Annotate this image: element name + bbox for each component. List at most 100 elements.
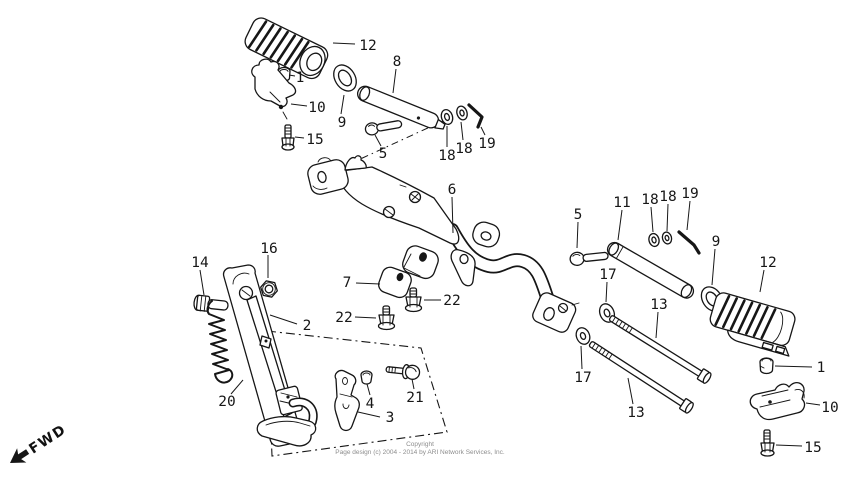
bolt-22-right bbox=[404, 287, 423, 313]
callout-17: 17 bbox=[574, 370, 591, 386]
callout-19: 19 bbox=[478, 136, 495, 152]
copyright-line2: Page design (c) 2004 - 2014 by ARI Netwo… bbox=[335, 448, 505, 456]
callout-15: 15 bbox=[804, 440, 821, 456]
callout-leader-15 bbox=[775, 444, 803, 447]
bolt-13-lower bbox=[588, 341, 694, 414]
washer-18-top-b bbox=[456, 105, 468, 121]
callout-14: 14 bbox=[191, 255, 209, 271]
washer-17-lower bbox=[575, 327, 591, 345]
callout-leader-18 bbox=[460, 121, 464, 141]
bolt-13-upper bbox=[608, 315, 712, 384]
callout-leader-10 bbox=[805, 402, 821, 406]
callout-leader-7 bbox=[355, 282, 381, 285]
bolt-5-top bbox=[364, 120, 403, 136]
footpeg-rubber-right bbox=[709, 292, 796, 357]
callout-19: 19 bbox=[681, 186, 698, 202]
callout-22: 22 bbox=[443, 293, 460, 309]
rod-11 bbox=[606, 241, 695, 299]
callout-leader-12 bbox=[759, 269, 765, 293]
cap-4 bbox=[360, 370, 373, 385]
callout-15: 15 bbox=[306, 132, 323, 148]
step-bar-8 bbox=[356, 85, 446, 130]
callout-10: 10 bbox=[821, 400, 838, 416]
callout-10: 10 bbox=[308, 100, 325, 116]
callout-leader-18 bbox=[666, 203, 669, 232]
callout-16: 16 bbox=[260, 241, 277, 257]
callout-leader-10 bbox=[290, 103, 308, 107]
callout-13: 13 bbox=[650, 297, 667, 313]
callout-leader-5 bbox=[374, 134, 382, 147]
callout-11: 11 bbox=[613, 195, 630, 211]
callout-22: 22 bbox=[335, 310, 352, 326]
washer-18-right-b bbox=[661, 231, 673, 245]
callout-18: 18 bbox=[641, 192, 658, 208]
callout-leader-1 bbox=[774, 365, 813, 368]
washer-18-right-a bbox=[648, 232, 660, 248]
cotter-pin-19-right bbox=[677, 230, 701, 255]
callout-leader-3 bbox=[357, 411, 381, 418]
copyright-line1: Copyright bbox=[406, 441, 434, 448]
stopper-rubber-3 bbox=[334, 369, 360, 432]
callout-leader-21 bbox=[411, 378, 415, 390]
callout-13: 13 bbox=[627, 405, 644, 421]
callout-leader-2 bbox=[269, 314, 298, 325]
callout-21: 21 bbox=[406, 390, 423, 406]
callout-leader-12 bbox=[332, 42, 356, 45]
callout-leader-14 bbox=[199, 269, 205, 296]
main-step-bracket-6 bbox=[307, 155, 580, 333]
callout-18: 18 bbox=[438, 148, 455, 164]
callout-7: 7 bbox=[343, 275, 352, 291]
callout-18: 18 bbox=[659, 189, 676, 205]
washer-18-top-a bbox=[440, 109, 454, 125]
callout-leader-15 bbox=[294, 136, 305, 139]
bolt-22-left bbox=[377, 305, 396, 331]
callout-leader-18 bbox=[650, 206, 654, 233]
callout-1: 1 bbox=[817, 360, 826, 376]
callout-leader-17 bbox=[580, 345, 583, 370]
pivot-bolt-14 bbox=[193, 294, 229, 312]
callout-leader-11 bbox=[617, 209, 623, 241]
callout-leader-20 bbox=[230, 379, 244, 395]
fwd-arrow-icon bbox=[10, 448, 30, 463]
bolt-21 bbox=[385, 364, 421, 380]
callout-2: 2 bbox=[303, 318, 312, 334]
bolt-15-left bbox=[281, 124, 295, 151]
side-stand-2 bbox=[222, 264, 318, 447]
callout-leader-9 bbox=[340, 94, 345, 115]
callout-12: 12 bbox=[759, 255, 776, 271]
callout-6: 6 bbox=[448, 182, 457, 198]
collar-nut-right bbox=[759, 357, 774, 375]
callout-leader-1 bbox=[288, 74, 296, 77]
footpeg-bracket-left bbox=[251, 58, 297, 120]
bolt-15-right bbox=[760, 429, 775, 457]
callout-leader-19 bbox=[480, 126, 486, 136]
callout-18: 18 bbox=[455, 141, 472, 157]
bracket-7 bbox=[378, 245, 439, 299]
callout-12: 12 bbox=[359, 38, 376, 54]
bolt-5-right bbox=[569, 251, 609, 266]
callout-leader-19 bbox=[686, 200, 691, 231]
fwd-marker: FWD bbox=[10, 422, 70, 463]
callout-leader-13 bbox=[627, 377, 634, 405]
callout-1: 1 bbox=[296, 70, 305, 86]
callout-leader-13 bbox=[655, 311, 659, 339]
callout-9: 9 bbox=[338, 115, 347, 131]
footpeg-rubber-left bbox=[244, 17, 329, 80]
spring-20 bbox=[206, 300, 234, 384]
callout-4: 4 bbox=[366, 396, 375, 412]
copyright: Copyright Page design (c) 2004 - 2014 by… bbox=[305, 441, 535, 456]
callout-3: 3 bbox=[386, 410, 395, 426]
callout-9: 9 bbox=[712, 234, 721, 250]
nut-16 bbox=[260, 280, 278, 298]
callout-leader-22 bbox=[354, 316, 377, 319]
callout-leader-17 bbox=[605, 281, 608, 303]
callout-leader-6 bbox=[451, 196, 454, 234]
callout-17: 17 bbox=[599, 267, 616, 283]
callout-leader-5 bbox=[576, 221, 579, 249]
callout-5: 5 bbox=[574, 207, 583, 223]
callout-20: 20 bbox=[218, 394, 235, 410]
fwd-label: FWD bbox=[26, 422, 69, 458]
